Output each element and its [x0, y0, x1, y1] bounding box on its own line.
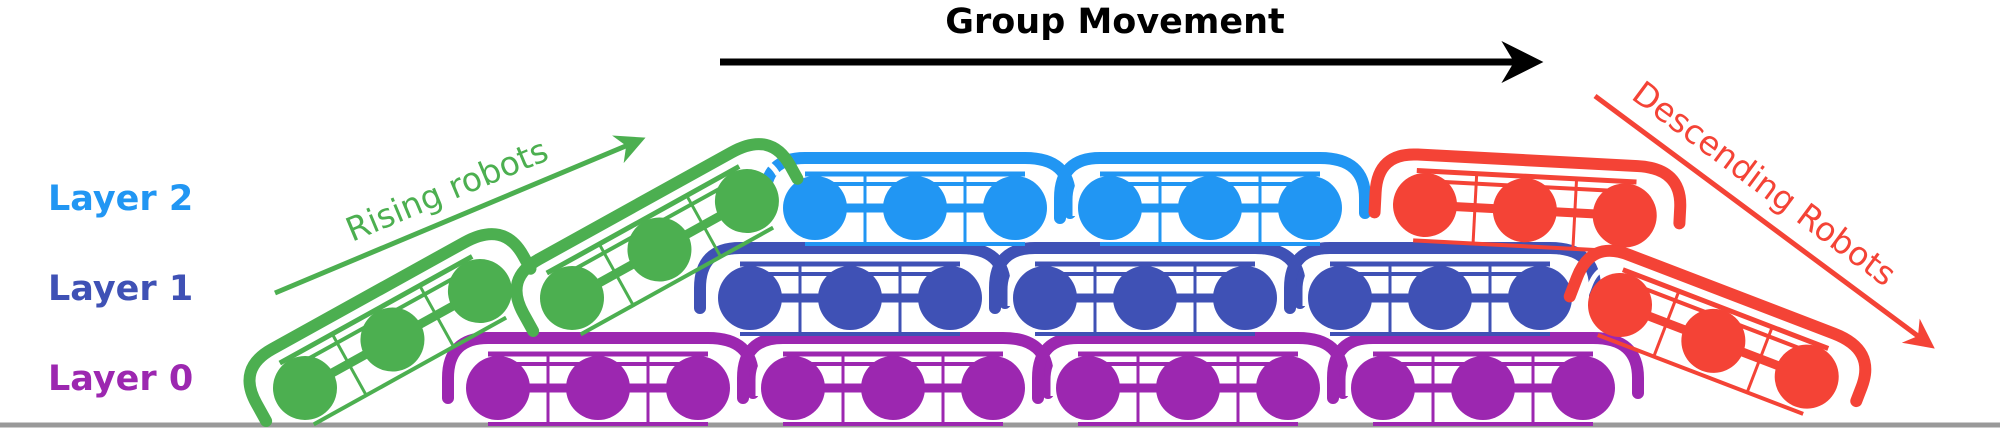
layer-0-robots [448, 338, 1638, 424]
descending-label: Descending Robots [1625, 73, 1903, 294]
descending-arrow [1593, 93, 1935, 349]
layer-0-robot [448, 338, 753, 424]
layer-2-robots [765, 158, 1365, 244]
layer-2-robot [1060, 158, 1365, 244]
layer-2-robot [765, 158, 1070, 244]
layer-1-robots [700, 248, 1595, 334]
descending-robot [1373, 152, 1682, 254]
layer-1-robot [1290, 248, 1595, 334]
layer-1-robot [995, 248, 1300, 334]
diagram-title: Group Movement [945, 2, 1284, 42]
layer-0-robot [1333, 338, 1638, 424]
layer-0-label: Layer 0 [48, 359, 193, 399]
layer-0-robot [1038, 338, 1343, 424]
layer-0-robot [743, 338, 1048, 424]
layer-2-label: Layer 2 [48, 179, 193, 219]
layer-1-robot [700, 248, 1005, 334]
rising-arrow [274, 135, 646, 296]
layer-1-label: Layer 1 [48, 269, 193, 309]
